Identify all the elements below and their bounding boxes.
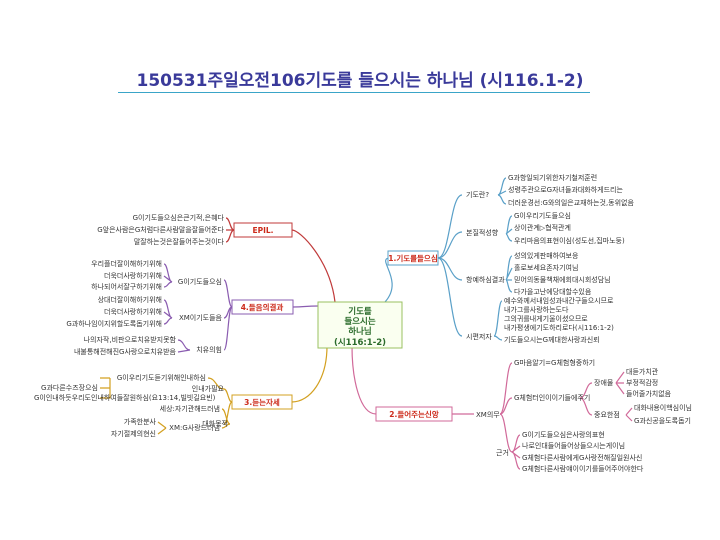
connector-center-epil (291, 229, 336, 303)
b2-sub-1-item-1: 대듣가치관 (626, 367, 659, 376)
b1-g4-item-3: 그의귀를내게기울이셨으므로 (504, 314, 588, 323)
connector-center-b1 (384, 257, 393, 303)
title-underline (118, 92, 590, 93)
b2-group-2-label[interactable]: G체험터인이이기들에주기 (514, 393, 590, 402)
b1-g3-item-3: 믿어의동물책채에회대시회성담님 (514, 275, 611, 284)
b2-group-3-label[interactable]: 근거 (496, 448, 509, 457)
b2-mid-label[interactable]: XM의무 (476, 410, 500, 419)
b1-group-1-label[interactable]: 기도란? (466, 190, 489, 199)
center-line-4: (시116:1-2) (334, 338, 386, 348)
b4-g2-item-2: 더욱더사랑하기위해 (104, 307, 162, 316)
b3-g2-item-1: 세상:자기관해드러냄 (160, 404, 220, 413)
b4-g1-item-1: 우리플더잘이해하기위해 (91, 259, 162, 268)
branch-1-topic[interactable]: 1.기도를들으심 (387, 250, 439, 266)
branch-3-label: 3.듣는자세 (244, 397, 280, 407)
connector-center-b4 (292, 305, 319, 308)
b4-g2-item-3: G과하나임이지위할도록돕기위해 (66, 319, 162, 328)
b1-g2-item-1: G이우리기도들으심 (514, 211, 571, 220)
center-topic[interactable]: 기도를 들으시는 하나님 (시116:1-2) (317, 301, 403, 349)
epil-item-2: G앞은사람은G처럼다른사람말을잘들어준다 (97, 225, 224, 234)
b1-g1-item-3: 더러운경선:G와의일은교재하는것,동위없음 (508, 198, 634, 207)
b2-sub-2-item-1: 대화내용이핵심이님 (634, 403, 692, 412)
b3-g2-item-2: XM:G사랑드러냄 (169, 423, 220, 432)
b1-group-4-label[interactable]: 시편저자 (466, 332, 492, 341)
b1-g1-item-1: G과항일되기위한자기철저훈련 (508, 173, 597, 182)
b1-g3-item-2: 홀로보세요존자기여님 (514, 263, 578, 272)
epil-label: EPIL. (252, 226, 273, 235)
b1-group-3-label[interactable]: 항예하심결과 (466, 275, 505, 284)
epil-item-3: 말잘하는것은잘들어주는것이다 (134, 237, 225, 246)
branch-3-topic[interactable]: 3.듣는자세 (231, 394, 293, 410)
b4-g2-item-1: 상대더잘이해하기위해 (98, 295, 162, 304)
b1-g3-item-1: 성의있게판매하여보응 (514, 251, 579, 260)
center-line-3: 하나님 (348, 326, 371, 337)
b4-group-1-label[interactable]: G이기도들으심 (178, 277, 222, 286)
b4-g3-item-2: 내불통해전해진G사랑으로치유받음 (74, 347, 177, 356)
epil-topic[interactable]: EPIL. (233, 222, 293, 238)
b4-group-3-label[interactable]: 치유의힘 (196, 345, 222, 354)
b1-g4-item-1: 예수와께서내임성과내간구들으시므로 (504, 296, 614, 305)
b1-g4-item-5: 기도들으시는G께대한사랑과신뢰 (504, 335, 600, 344)
b3-g1-item-2: G과다른수즈장으심 (41, 383, 98, 392)
b2-sub-1-item-2: 부정적감정 (626, 378, 658, 387)
b1-g3-item-4: 다가을고난에당대할수있음 (514, 287, 592, 296)
branch-2-label: 2.들어주는신앙 (389, 409, 439, 419)
b3-g2-subitem-2: 자기절제의현신 (111, 429, 156, 438)
b1-g2-item-2: 상이관계▷협적관계 (514, 223, 571, 232)
b4-g1-item-2: 더욱더사랑하기위해 (104, 271, 162, 280)
center-line-2: 들으시는 (344, 317, 375, 327)
b4-g3-item-1: 나의자작,비판으로치유받지못함 (84, 335, 177, 344)
b1-g4-item-4: 내가평생에기도하리로다(시116:1-2) (504, 323, 614, 332)
branch-4-label: 4.들음의결과 (241, 302, 284, 312)
b2-g3-item-3: G체험다른사람에게G사랑전해질일원사신 (522, 453, 642, 462)
branch-1-label: 1.기도를들으심 (388, 253, 438, 263)
b2-sub-1-item-3: 들어줄가치없음 (626, 389, 672, 398)
epil-item-1: G이기도들으심은큰기적,은혜다 (133, 213, 225, 222)
branch-4-topic[interactable]: 4.들음의결과 (231, 299, 294, 315)
b3-g1-item-3: G이인내하듯우리도인내하여들잘원하심(요13:14,빌빗길요빈) (34, 393, 216, 402)
page-title: 150531주일오전106기도를 들으시는 하나님 (시116.1-2) (136, 71, 584, 91)
b3-group-2-label[interactable]: 대화목적 (202, 419, 228, 428)
b1-g1-item-2: 성령주관으로G자녀들과대화하게드리는 (508, 185, 623, 194)
b3-g1-item-1: G이우리기도듣기위해인내하심 (117, 373, 206, 382)
b2-sub-1-label[interactable]: 장애물 (594, 378, 614, 387)
b2-sub-2-label[interactable]: 중요한점 (594, 411, 620, 419)
b2-g3-item-2: 나로인대들어들어상들으시는게이님 (522, 441, 625, 450)
b3-g2-subitem-1: 가족한분사 (124, 417, 157, 426)
b2-g1-item-1: G마음알기=G체험형중하기 (514, 358, 595, 367)
center-line-1: 기도를 (348, 306, 372, 317)
b4-group-2-label[interactable]: XM이기도들음 (179, 313, 223, 322)
branch-2-topic[interactable]: 2.들어주는신앙 (375, 406, 453, 422)
b2-g3-item-4: G체험다른사람얘이이기를들어주어야한다 (522, 464, 644, 473)
b2-sub-2-item-2: G과신공을도록돕기 (634, 416, 691, 425)
b4-g1-item-3: 하나되어서잘구하기위해 (91, 282, 162, 291)
b1-g4-item-2: 내가그를사랑하는도다 (504, 305, 569, 314)
b1-g2-item-3: 우리마음의표현이심(성도선,집마노둥) (514, 236, 625, 245)
connector-center-b2 (351, 345, 377, 415)
b2-g3-item-1: G이기도들으심은사랑의표현 (522, 430, 605, 439)
b1-group-2-label[interactable]: 본질적성향 (466, 228, 499, 237)
b3-group-1-label[interactable]: 인내가필요 (192, 384, 225, 393)
connector-center-b3 (291, 345, 328, 403)
